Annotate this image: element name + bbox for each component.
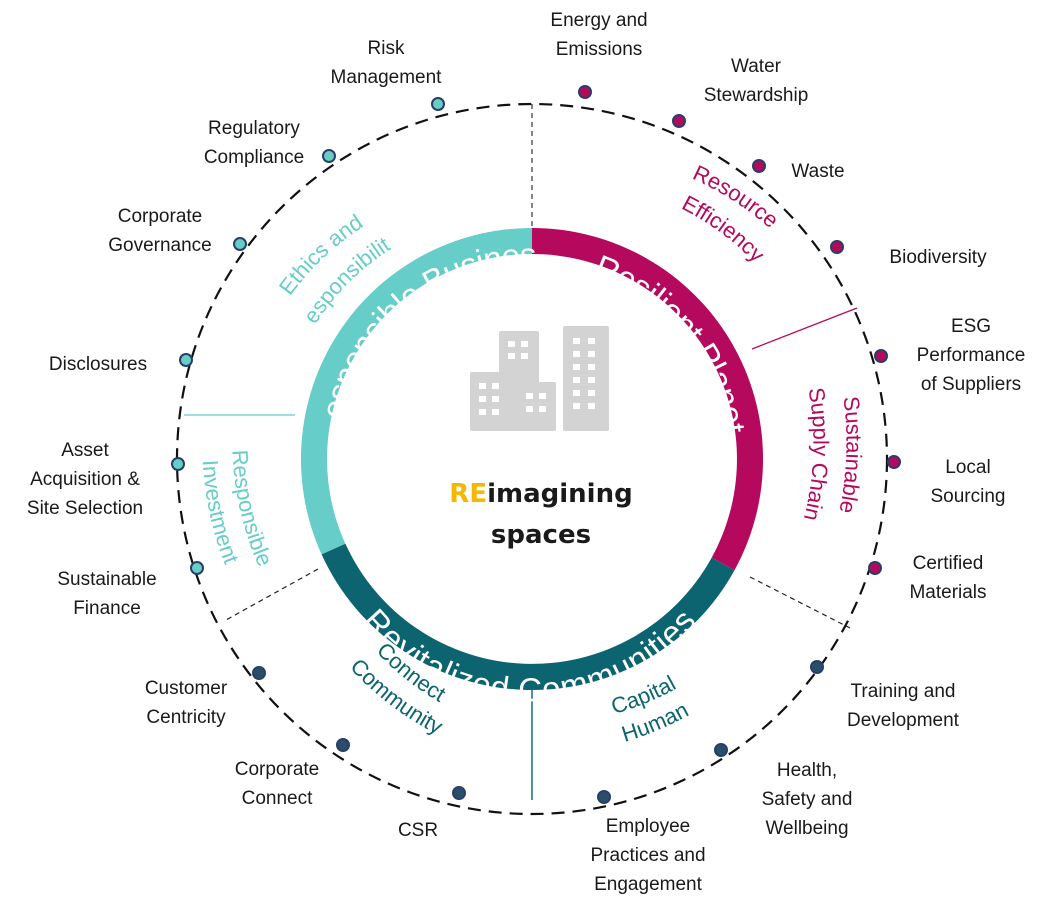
logo-highlight: RE — [449, 479, 487, 509]
dot-risk — [431, 97, 445, 111]
dot-csr — [452, 786, 466, 800]
logo-line2: spaces — [491, 520, 591, 550]
dot-local — [887, 455, 901, 469]
dot-corporate-connect — [336, 738, 350, 752]
divider-investment-community — [225, 568, 319, 621]
dot-training — [810, 660, 824, 674]
dot-biodiversity — [830, 240, 844, 254]
dot-governance — [233, 237, 247, 251]
label-disclosures: Disclosures — [49, 354, 147, 375]
dot-water — [672, 114, 686, 128]
dot-disclosures — [179, 353, 193, 367]
revitalized-communities-segment — [321, 543, 735, 691]
buildings-icon — [470, 326, 609, 431]
theme-supply-line1: Sustainable — [834, 395, 866, 516]
logo-wordmark: REimagining — [449, 479, 632, 509]
dot-energy — [578, 85, 592, 99]
dot-waste — [752, 159, 766, 173]
dot-finance — [190, 561, 204, 575]
theme-supply-line2: Supply Chain — [799, 386, 834, 524]
label-waste: Waste — [791, 161, 844, 182]
theme-ethics-line2: Responsibility — [0, 0, 394, 328]
dot-regulatory — [322, 149, 336, 163]
topic-dots — [171, 85, 901, 804]
dot-employee — [597, 790, 611, 804]
label-biodiversity: Biodiversity — [889, 247, 987, 268]
dot-asset — [171, 457, 185, 471]
label-csr: CSR — [398, 820, 438, 841]
responsible-business-segment — [300, 227, 532, 555]
divider-supply-human — [749, 576, 851, 629]
dot-health — [714, 743, 728, 757]
dot-customer — [252, 666, 266, 680]
logo-rest: imagining — [487, 479, 633, 509]
dot-esg — [874, 349, 888, 363]
resilient-planet-segment — [532, 227, 764, 571]
divider-resource-supply — [751, 307, 858, 350]
dot-certified — [868, 561, 882, 575]
